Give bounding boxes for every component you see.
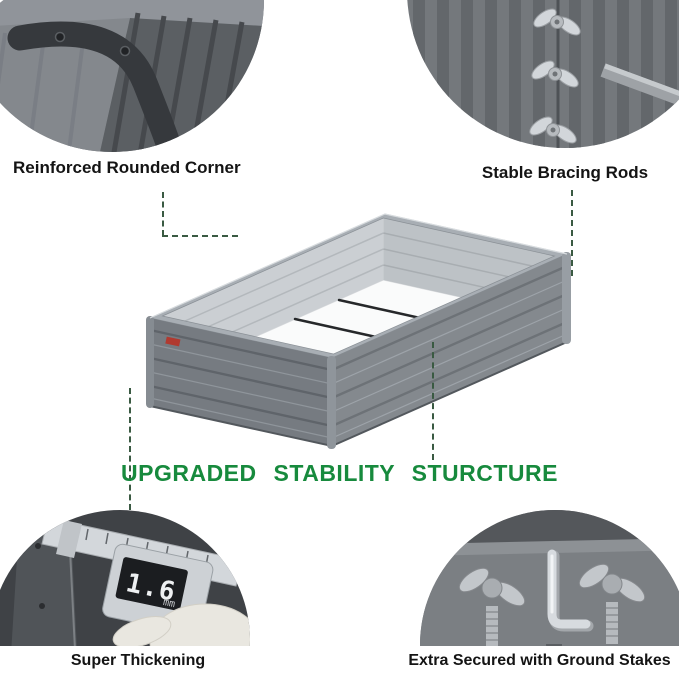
wing-nut-icon	[531, 60, 579, 88]
connector-thickness	[129, 388, 131, 510]
stability-title: UPGRADED STABILITY STURCTURE	[121, 460, 558, 486]
wing-nut-icon	[533, 8, 581, 36]
caliper-unit: mm	[162, 597, 176, 610]
connector-stakes	[432, 342, 434, 460]
wing-nut-icon	[578, 563, 646, 644]
connector-rods	[571, 190, 573, 276]
callout-label-ground-stakes: Extra Secured with Ground Stakes	[408, 652, 671, 669]
connector-corner-elbow	[162, 235, 238, 237]
bottom-label-band	[0, 646, 679, 680]
end-wall-corrugation	[149, 328, 333, 439]
hex-key-icon	[547, 549, 594, 632]
corner-trim	[562, 252, 571, 344]
callout-label-reinforced-corner: Reinforced Rounded Corner	[13, 158, 241, 177]
bracing-rod-illustration	[407, 0, 679, 148]
wing-nut-icon	[458, 567, 526, 648]
corner-screws	[54, 31, 131, 57]
brand-logo-patch	[165, 336, 181, 347]
corner-detail-photo	[0, 0, 264, 152]
corner-trim	[146, 316, 154, 408]
rounded-corner-trim	[7, 21, 184, 152]
bracing-rod-photo	[407, 0, 679, 148]
garden-bed	[146, 213, 571, 449]
garden-bed-illustration	[130, 200, 590, 480]
callout-label-super-thickening: Super Thickening	[70, 652, 206, 669]
connector-corner	[162, 192, 164, 236]
corner-detail-illustration	[0, 0, 264, 152]
front-wall-corrugation	[331, 264, 568, 439]
caliper-jaw	[56, 520, 82, 558]
callout-label-bracing-rods: Stable Bracing Rods	[481, 163, 649, 182]
bracing-rod-bar	[600, 63, 679, 106]
corner-trim	[327, 356, 336, 449]
wing-nut-icon	[529, 116, 577, 144]
